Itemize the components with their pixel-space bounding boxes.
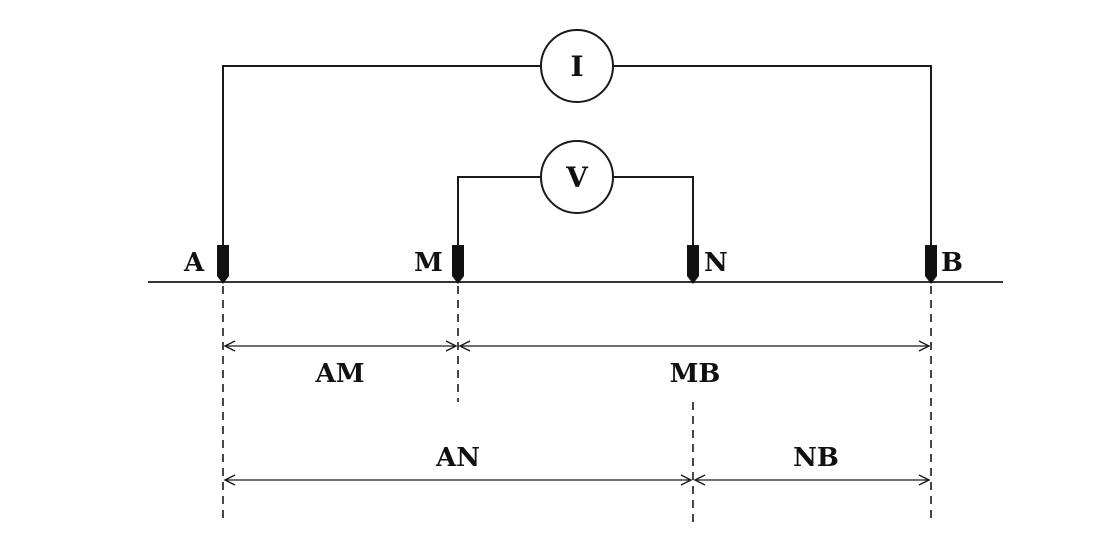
electrode-b-label: B bbox=[941, 248, 963, 278]
electrode-m bbox=[452, 245, 464, 284]
dimension-nb-label: NB bbox=[793, 443, 839, 473]
electrode-b bbox=[925, 245, 937, 284]
ammeter-label: I bbox=[570, 50, 583, 83]
electrode-m-label: M bbox=[414, 248, 443, 278]
current-circuit-wire bbox=[222, 65, 541, 255]
ammeter-symbol bbox=[540, 29, 614, 103]
electrode-a bbox=[217, 245, 229, 284]
dimension-an-label: AN bbox=[435, 443, 480, 473]
dimension-mb-label: MB bbox=[670, 359, 721, 389]
dimension-an bbox=[223, 474, 693, 486]
dimension-mb bbox=[458, 340, 931, 352]
potential-circuit-wire-right bbox=[613, 176, 694, 255]
dimension-nb bbox=[693, 474, 931, 486]
voltmeter-symbol bbox=[540, 140, 614, 214]
current-circuit-wire-right bbox=[613, 65, 932, 255]
voltmeter-label: V bbox=[565, 161, 589, 194]
potential-circuit-wire bbox=[457, 176, 541, 255]
dimension-am bbox=[223, 340, 458, 352]
electrode-n bbox=[687, 245, 699, 284]
dimension-am-label: AM bbox=[315, 359, 365, 389]
electrode-n-label: N bbox=[704, 248, 728, 278]
electrode-a-label: A bbox=[183, 248, 205, 278]
